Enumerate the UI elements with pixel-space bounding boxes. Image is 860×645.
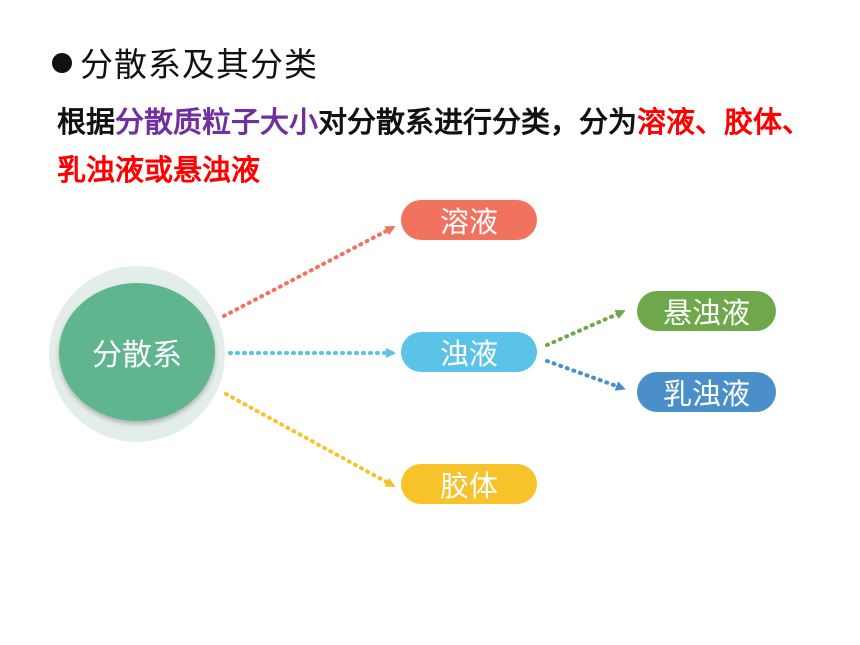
arrow-to-suspension xyxy=(545,309,626,347)
root-node-label: 分散系 xyxy=(92,338,182,373)
node-emulsion: 乳浊液 xyxy=(637,372,776,412)
desc-highlight-categories: 溶液、胶体、乳浊液或悬浊液 xyxy=(57,105,812,187)
arrow-to-solution xyxy=(222,226,396,318)
description-paragraph: 根据分散质粒子大小对分散系进行分类，分为溶液、胶体、乳浊液或悬浊液 xyxy=(57,98,837,194)
node-colloid-label: 胶体 xyxy=(439,469,498,503)
bullet-icon xyxy=(52,53,72,73)
node-solution: 溶液 xyxy=(401,200,537,240)
section-heading: 分散系及其分类 xyxy=(52,38,318,86)
node-suspension: 悬浊液 xyxy=(637,291,776,331)
node-turbid: 浊液 xyxy=(401,332,537,372)
heading-title: 分散系及其分类 xyxy=(80,45,318,84)
desc-text-2: 对分散系进行分类，分为 xyxy=(318,105,638,139)
node-suspension-label: 悬浊液 xyxy=(662,296,750,330)
arrow-to-colloid xyxy=(224,392,396,487)
desc-highlight-particle-size: 分散质粒子大小 xyxy=(115,105,319,139)
node-colloid: 胶体 xyxy=(401,464,537,504)
node-emulsion-label: 乳浊液 xyxy=(662,377,750,411)
desc-text-1: 根据 xyxy=(57,105,116,139)
node-solution-label: 溶液 xyxy=(439,205,498,239)
arrow-to-emulsion xyxy=(545,359,626,391)
root-node: 分散系 xyxy=(59,283,215,421)
node-turbid-label: 浊液 xyxy=(439,337,498,371)
